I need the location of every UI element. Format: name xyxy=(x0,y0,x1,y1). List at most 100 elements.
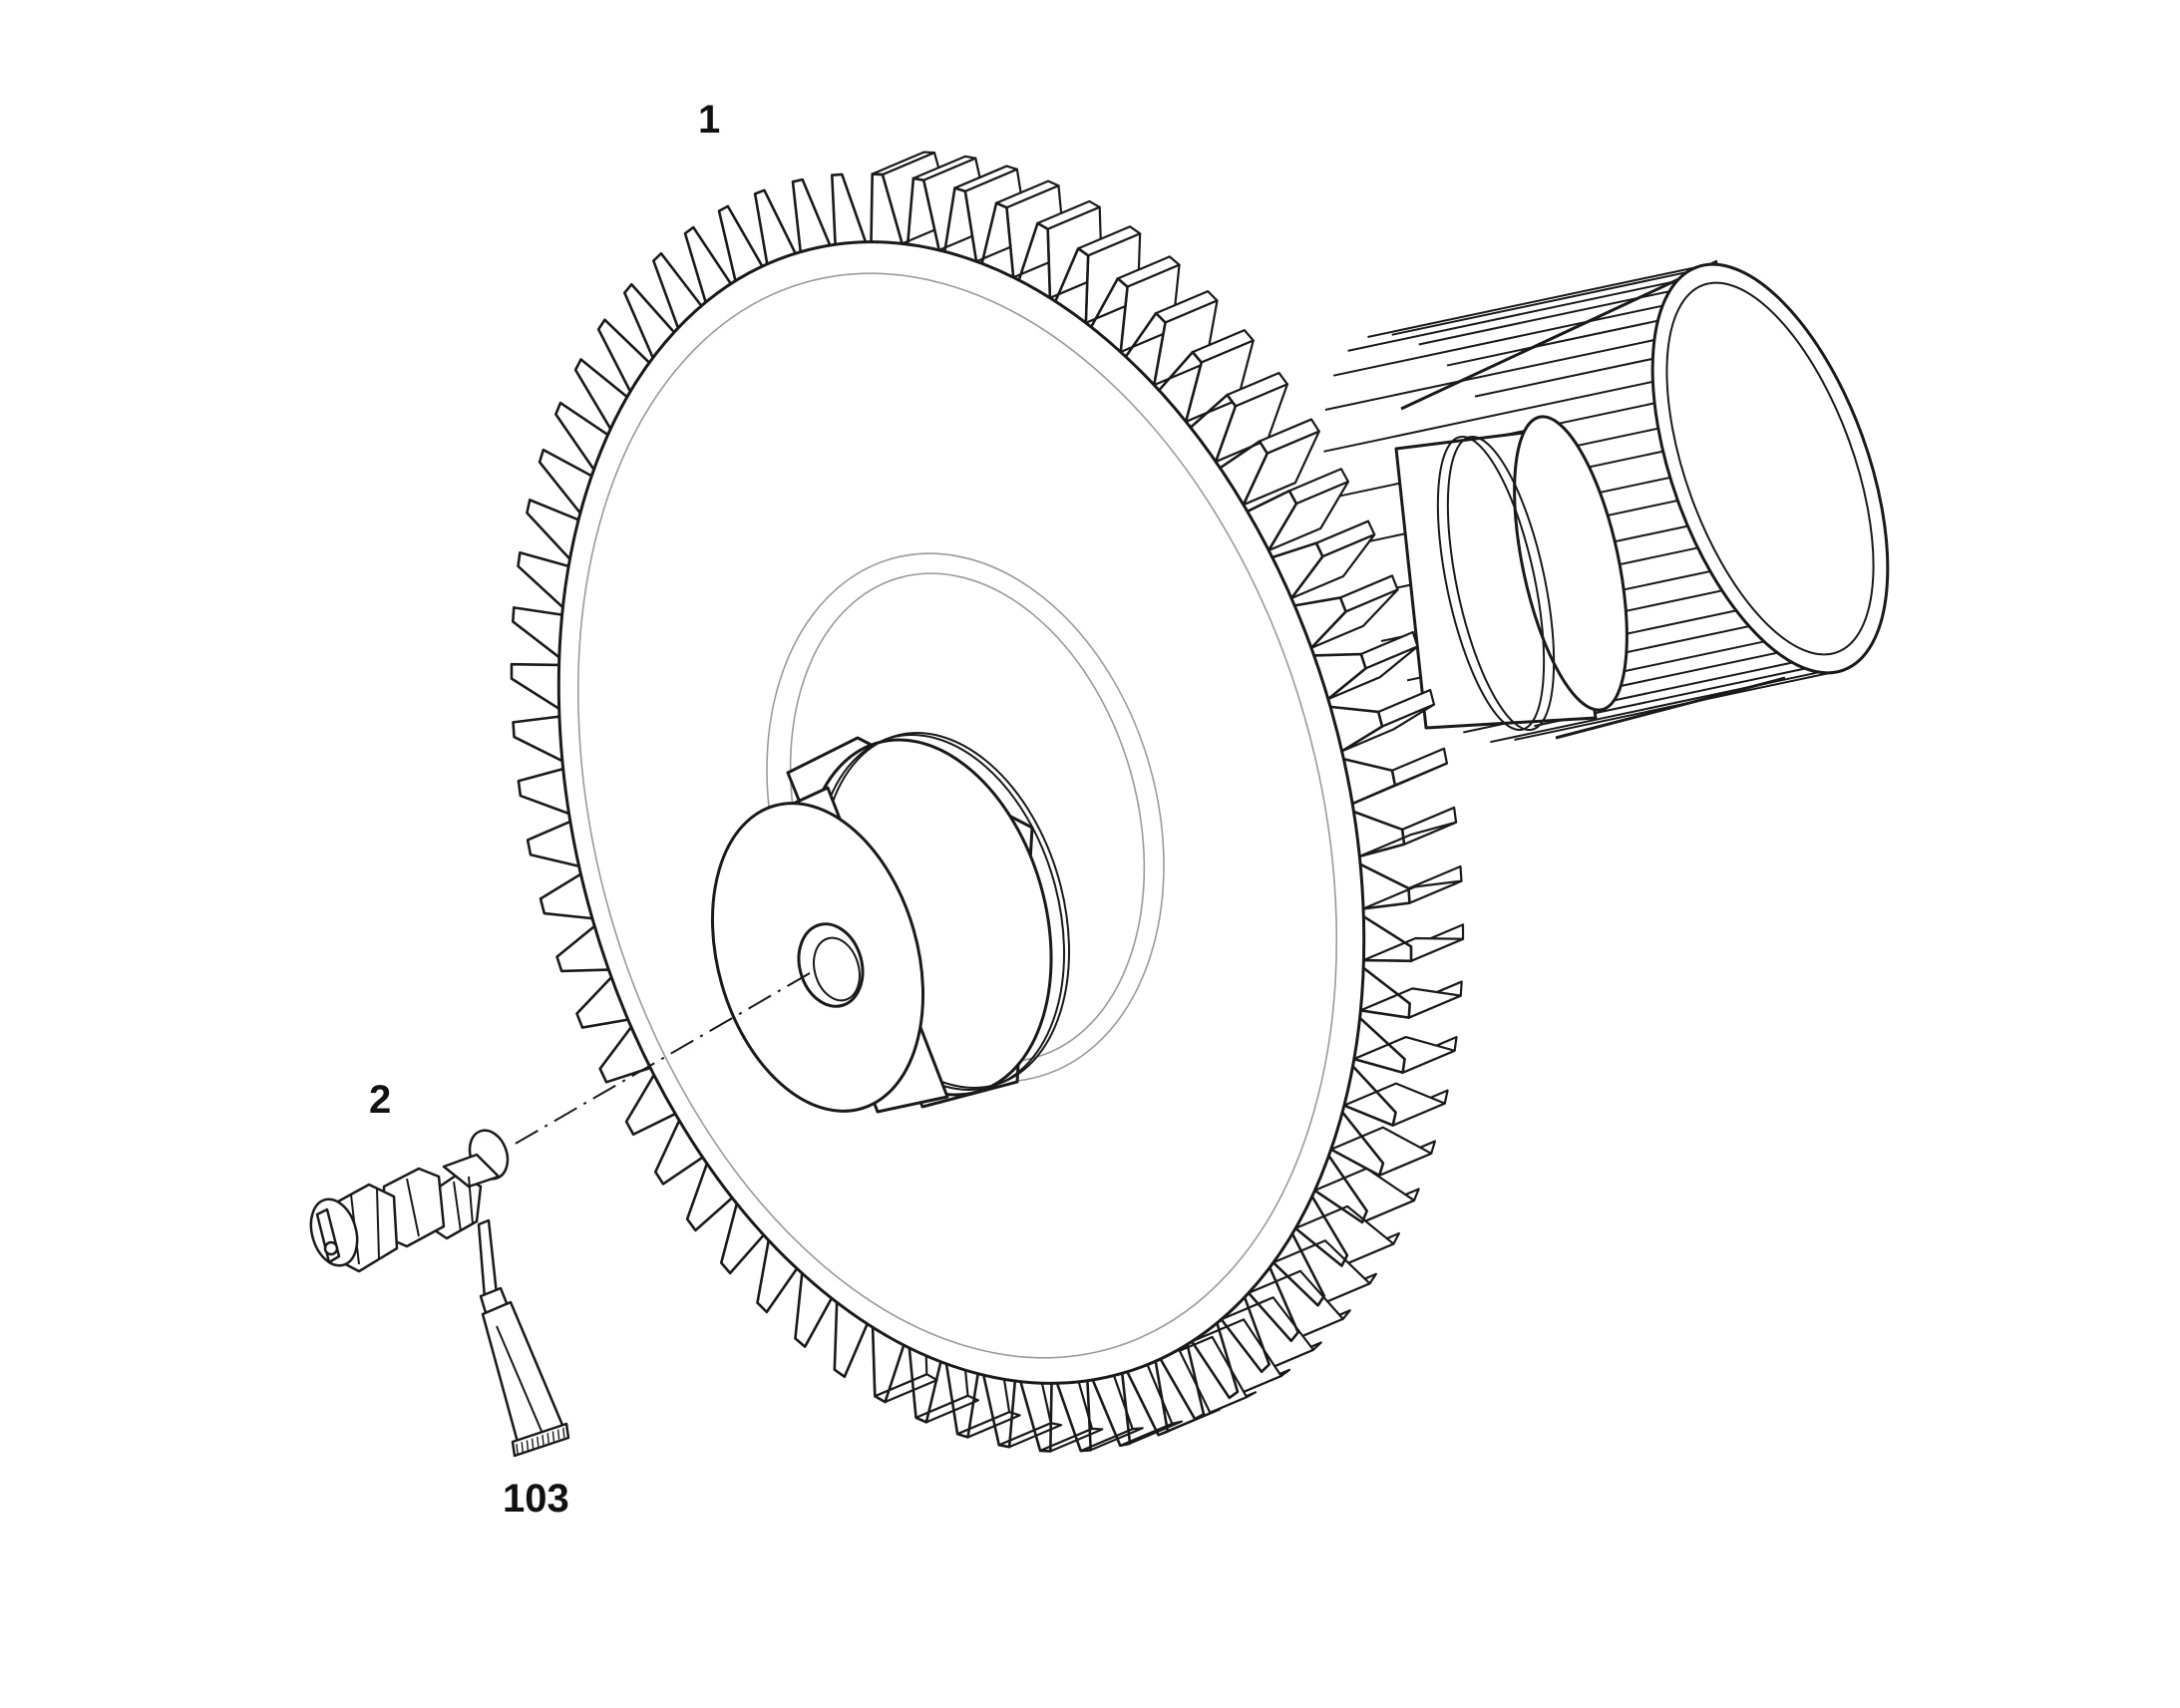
tube-crimp-lines xyxy=(516,1427,565,1455)
gear-hub xyxy=(710,732,1071,1114)
crimp-line xyxy=(562,1427,565,1438)
gear-tooth xyxy=(1017,221,1052,298)
gear-tooth xyxy=(554,401,609,471)
gear-tooth xyxy=(1158,350,1204,423)
gear-tooth xyxy=(1124,311,1167,386)
gear-tooth xyxy=(526,820,579,868)
gear-tooth xyxy=(1019,1381,1053,1453)
gear-tooth xyxy=(624,1074,676,1137)
shaft-end-chamfer xyxy=(1665,281,1875,656)
gear-tooth xyxy=(517,767,570,816)
crimp-line xyxy=(546,1433,549,1444)
gear-teeth xyxy=(510,172,1413,1453)
gear-tooth xyxy=(573,358,628,430)
sealant-tube xyxy=(477,1218,570,1458)
gear-tooth xyxy=(1359,862,1411,910)
plug-part xyxy=(309,1129,510,1273)
spline-groove xyxy=(1347,279,1677,352)
callout-2: 2 xyxy=(369,1078,392,1122)
gear-tooth xyxy=(1091,1373,1132,1448)
gear-tooth xyxy=(653,1120,704,1186)
gear-tooth xyxy=(981,1374,1017,1449)
gear-tooth xyxy=(1247,489,1298,551)
gear-tooth xyxy=(1352,810,1406,858)
gear-tooth xyxy=(575,976,629,1029)
crimp-line xyxy=(556,1429,560,1440)
gear-tooth xyxy=(1189,393,1238,463)
gear-tooth xyxy=(871,1327,906,1404)
spline-groove xyxy=(1324,339,1655,411)
gear-tooth xyxy=(510,662,560,710)
gear-tooth xyxy=(1126,1360,1170,1437)
gear-tooth xyxy=(1313,652,1367,701)
gear-tooth xyxy=(1313,1155,1368,1224)
gear-tooth xyxy=(555,924,609,973)
gear-tooth xyxy=(1055,1380,1093,1453)
gear-tooth xyxy=(1362,915,1413,963)
gear-tooth xyxy=(794,1272,833,1348)
gear-tooth xyxy=(1159,1343,1206,1421)
gear-tooth xyxy=(683,225,732,303)
gear-tooth xyxy=(1294,1196,1349,1267)
gear-tooth xyxy=(1248,1266,1299,1343)
shaft-outline xyxy=(1400,259,1718,411)
gear-tooth xyxy=(943,186,978,262)
gear-tooth xyxy=(833,1302,869,1379)
crimp-line xyxy=(526,1440,530,1451)
gear-tooth-flank xyxy=(1361,879,1463,910)
crimp-line xyxy=(531,1438,535,1449)
gear-tooth xyxy=(906,176,941,251)
gear-tooth xyxy=(1090,277,1129,353)
gear-tooth xyxy=(1343,757,1397,806)
gear-tooth xyxy=(512,715,563,763)
shaft-end-face xyxy=(1650,262,1890,675)
spline-groove xyxy=(1367,265,1697,338)
gear-tooth xyxy=(1272,1232,1326,1307)
gear-tooth xyxy=(1329,705,1384,753)
assembly-centre-line xyxy=(513,972,811,1146)
spline-groove xyxy=(1332,304,1663,377)
gear-tooth xyxy=(526,499,579,560)
gear-tooth xyxy=(1293,596,1347,649)
shaft-outline xyxy=(1555,676,1786,740)
gear-tooth xyxy=(652,251,703,329)
gear-tooth xyxy=(1330,1111,1385,1178)
gear-tooth xyxy=(512,606,562,659)
gear-tooth xyxy=(980,201,1015,278)
gear-tooth xyxy=(1191,1322,1240,1400)
spline-groove xyxy=(1391,263,1721,336)
gear-tooth xyxy=(870,172,904,244)
gear-tooth xyxy=(1272,541,1324,599)
gear-tooth xyxy=(1360,966,1411,1019)
gear-tooth xyxy=(1219,440,1270,506)
gear-tooth xyxy=(791,177,832,252)
gear-tooth xyxy=(830,172,868,245)
gear-tooth xyxy=(685,1163,734,1232)
gear-tooth xyxy=(517,550,569,609)
gear-tooth xyxy=(1353,1016,1406,1075)
gear-tooth xyxy=(1054,246,1090,323)
gear-tooth-flank xyxy=(1362,936,1465,962)
crimp-line xyxy=(542,1434,545,1446)
callout-103: 103 xyxy=(503,1477,569,1521)
crimp-line xyxy=(516,1443,519,1455)
gear-tooth xyxy=(908,1347,942,1424)
gear-tooth xyxy=(1220,1296,1271,1374)
gear-tooth xyxy=(944,1363,979,1439)
gear-tooth xyxy=(623,282,675,359)
shaft-collar xyxy=(1394,415,1629,732)
gear-tooth xyxy=(756,1239,799,1314)
gear-tooth xyxy=(717,204,764,282)
gear-tooth xyxy=(753,188,797,265)
crimp-line xyxy=(551,1431,555,1442)
callout-1: 1 xyxy=(698,98,721,142)
gear-tooth xyxy=(598,1026,651,1084)
gear-tooth xyxy=(596,318,651,393)
crimp-line xyxy=(521,1442,524,1453)
gear-tooth xyxy=(539,872,593,920)
spline-groove xyxy=(1323,380,1653,453)
gear-tooth xyxy=(1343,1065,1397,1127)
crimp-line xyxy=(537,1436,540,1447)
gear-tooth xyxy=(538,448,592,514)
